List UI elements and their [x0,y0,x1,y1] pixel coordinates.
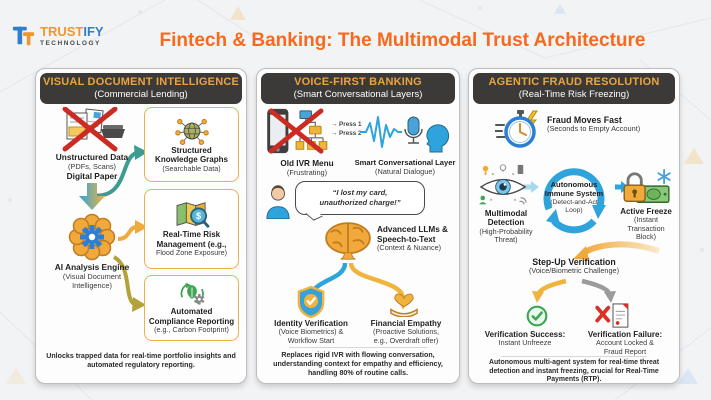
llm-label-group: Advanced LLMs & Speech-to-Text (Context … [377,225,459,253]
panel1-subtitle: (Commercial Lending) [94,89,188,100]
stepup-label-group: Step-Up Verification (Voice/Biometric Ch… [479,257,669,276]
fraud-fast-sub: (Seconds to Empty Account) [547,124,641,134]
digital-paper-label: Digital Paper [66,170,118,181]
stepup-label: Step-Up Verification [532,257,616,267]
panel2-divider [289,347,427,348]
empathy-label-group: Financial Empathy (Proactive Solutions, … [357,319,455,345]
press-1-label: → Press 1 [331,121,362,128]
old-ivr-label-group: Old IVR Menu (Frustrating) [259,159,355,177]
success-label: Verification Success: [484,330,566,339]
voice-wave-mic-head-icon [360,116,450,153]
press-2-label: → Press 2 [331,130,362,137]
compliance-label: Automated Compliance Reporting [148,307,235,326]
empathy-label: Financial Empathy [370,319,442,328]
smart-layer-label-group: Smart Conversational Layer (Natural Dial… [351,158,459,177]
stopwatch-icon [495,110,538,148]
panel2-title: VOICE-FIRST BANKING [294,76,422,88]
immune-loop-label: Autonomous Immune System [544,180,604,198]
identity-label: Identity Verification [274,319,348,328]
ai-engine-label-group: AI Analysis Engine (Visual Document Inte… [40,262,144,290]
risk-management-label: Real-Time Risk Management (e.g., [156,230,227,249]
unstructured-documents-icon [62,107,125,152]
active-freeze-label-group: Active Freeze (Instant Transaction Block… [615,207,677,242]
output-box-compliance: Automated Compliance Reporting (e.g., Ca… [144,275,239,341]
customer-icon [266,185,290,219]
failure-label: Verification Failure: [587,330,663,339]
failure-report-icon [595,303,629,328]
brand-name-secondary: IFY [83,24,104,39]
panel1-footer: Unlocks trapped data for real-time portf… [46,352,236,369]
multimodal-detection-sub: (High-Probability Threat) [479,226,533,245]
heart-in-hand-icon [390,293,418,317]
old-ivr-phone-icon [267,108,328,154]
success-sub: Instant Unfreeze [498,338,552,348]
ai-engine-brain-icon [68,213,116,261]
llm-brain-icon [325,222,371,260]
identity-sub: (Voice Biometrics) & Workflow Start [278,327,344,345]
ai-engine-sub: (Visual Document Intelligence) [62,271,122,290]
identity-label-group: Identity Verification (Voice Biometrics)… [261,319,361,345]
llm-sub: (Context & Nuance) [377,243,442,253]
old-ivr-sub: (Frustrating) [286,167,328,177]
smart-layer-label: Smart Conversational Layer [354,158,456,167]
fraud-fast-label: Fraud Moves Fast [547,115,622,125]
panel3-title: AGENTIC FRAUD RESOLUTION [488,76,660,88]
brand-tagline: TECHNOLOGY [40,40,101,47]
success-check-icon [526,305,548,327]
compliance-icon [180,282,204,305]
immune-loop-label-group: Autonomous Immune System (Detect-and-Act… [532,180,616,215]
fraud-fast-label-group: Fraud Moves Fast (Seconds to Empty Accou… [547,115,673,134]
panel3-header: AGENTIC FRAUD RESOLUTION (Real-Time Risk… [473,73,675,104]
risk-map-icon: $ [176,202,209,228]
knowledge-graph-icon [174,118,209,145]
active-freeze-label: Active Freeze [620,207,672,216]
multimodal-detection-label-group: Multimodal Detection (High-Probability T… [469,209,543,245]
brand-logo: TRUSTIFY TECHNOLOGY [12,24,104,48]
smart-layer-sub: (Natural Dialogue) [375,166,435,176]
compliance-sub: (e.g., Carbon Footprint) [154,325,229,335]
unstructured-data-label-group: Unstructured Data (PDFs, Scans) Digital … [40,152,144,181]
ai-engine-label: AI Analysis Engine [54,262,130,272]
panel2-footer: Replaces rigid IVR with flowing conversa… [273,351,443,377]
success-label-group: Verification Success: Instant Unfreeze [475,330,575,348]
panel-voice-first-banking: VOICE-FIRST BANKING (Smart Conversationa… [256,68,460,384]
multimodal-detection-label: Multimodal Detection [484,209,528,228]
immune-loop-icon [543,168,606,234]
panel3-divider [501,356,647,357]
page-title: Fintech & Banking: The Multimodal Trust … [159,30,646,51]
shield-check-icon [297,285,325,319]
knowledge-graphs-label: Structured Knowledge Graphs [155,145,228,165]
output-box-knowledge-graphs: Structured Knowledge Graphs (Searchable … [144,107,239,182]
failure-sub: Account Locked & Fraud Report [596,338,654,356]
unstructured-data-label: Unstructured Data [55,152,129,162]
dollar-glyph: $ [195,212,201,222]
panel2-header: VOICE-FIRST BANKING (Smart Conversationa… [261,73,455,104]
down-arrow-icon [79,183,105,210]
freeze-lock-icon [623,169,671,203]
knowledge-graphs-sub: (Searchable Data) [162,163,221,173]
customer-quote-bubble: “I lost my card, unauthorized charge!” [295,181,425,215]
brand-name-primary: TRUST [40,24,84,39]
panel3-footer: Autonomous multi-agent system for real-t… [489,359,659,384]
panel-visual-document-intelligence: VISUAL DOCUMENT INTELLIGENCE (Commercial… [35,68,247,384]
multimodal-eye-icon [479,164,527,205]
stepup-sub: (Voice/Biometric Challenge) [528,266,620,276]
panel3-subtitle: (Real-Time Risk Freezing) [518,89,630,100]
panel1-title: VISUAL DOCUMENT INTELLIGENCE [42,76,240,88]
unstructured-data-sub: (PDFs, Scans) [67,161,117,171]
active-freeze-sub: (Instant Transaction Block) [627,215,665,242]
risk-management-sub: Flood Zone Exposure) [155,248,228,258]
panel-agentic-fraud-resolution: AGENTIC FRAUD RESOLUTION (Real-Time Risk… [468,68,680,384]
brand-name: TRUSTIFY [40,25,104,38]
trustify-logo-icon [12,26,35,46]
llm-label: Advanced LLMs & Speech-to-Text [377,225,448,244]
panel2-subtitle: (Smart Conversational Layers) [293,89,423,100]
failure-label-group: Verification Failure: Account Locked & F… [575,330,675,356]
immune-loop-sub: (Detect-and-Act Loop) [550,198,598,214]
old-ivr-label: Old IVR Menu [280,159,334,168]
panel1-header: VISUAL DOCUMENT INTELLIGENCE (Commercial… [40,73,242,104]
output-box-risk-management: $ Real-Time Risk Management (e.g., Flood… [144,189,239,269]
empathy-sub: (Proactive Solutions, e.g., Overdraft of… [373,327,439,345]
